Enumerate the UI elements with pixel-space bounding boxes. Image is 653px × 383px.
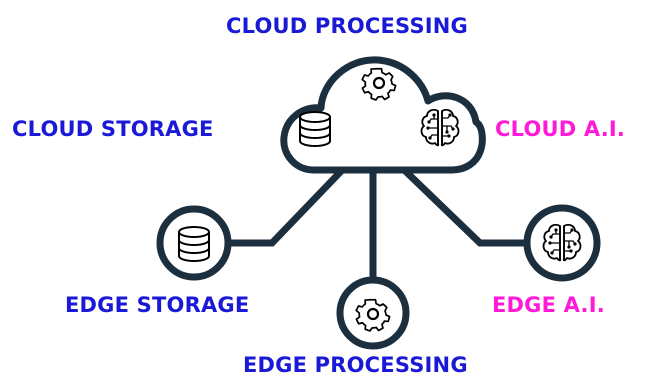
connector-edge-ai [395,161,528,247]
edge-processing-node [336,276,410,350]
connector-lines [231,161,528,280]
label-edge-ai: EDGE A.I. [492,293,605,317]
edge-ai-node [523,204,601,282]
edge-storage-node [156,205,232,281]
cloud-icon [280,56,486,174]
connector-edge-storage [231,161,351,247]
label-cloud-storage: CLOUD STORAGE [12,117,214,141]
label-cloud-processing: CLOUD PROCESSING [226,14,468,38]
label-edge-storage: EDGE STORAGE [65,293,250,317]
label-cloud-ai: CLOUD A.I. [495,117,626,141]
label-edge-processing: EDGE PROCESSING [243,353,468,377]
